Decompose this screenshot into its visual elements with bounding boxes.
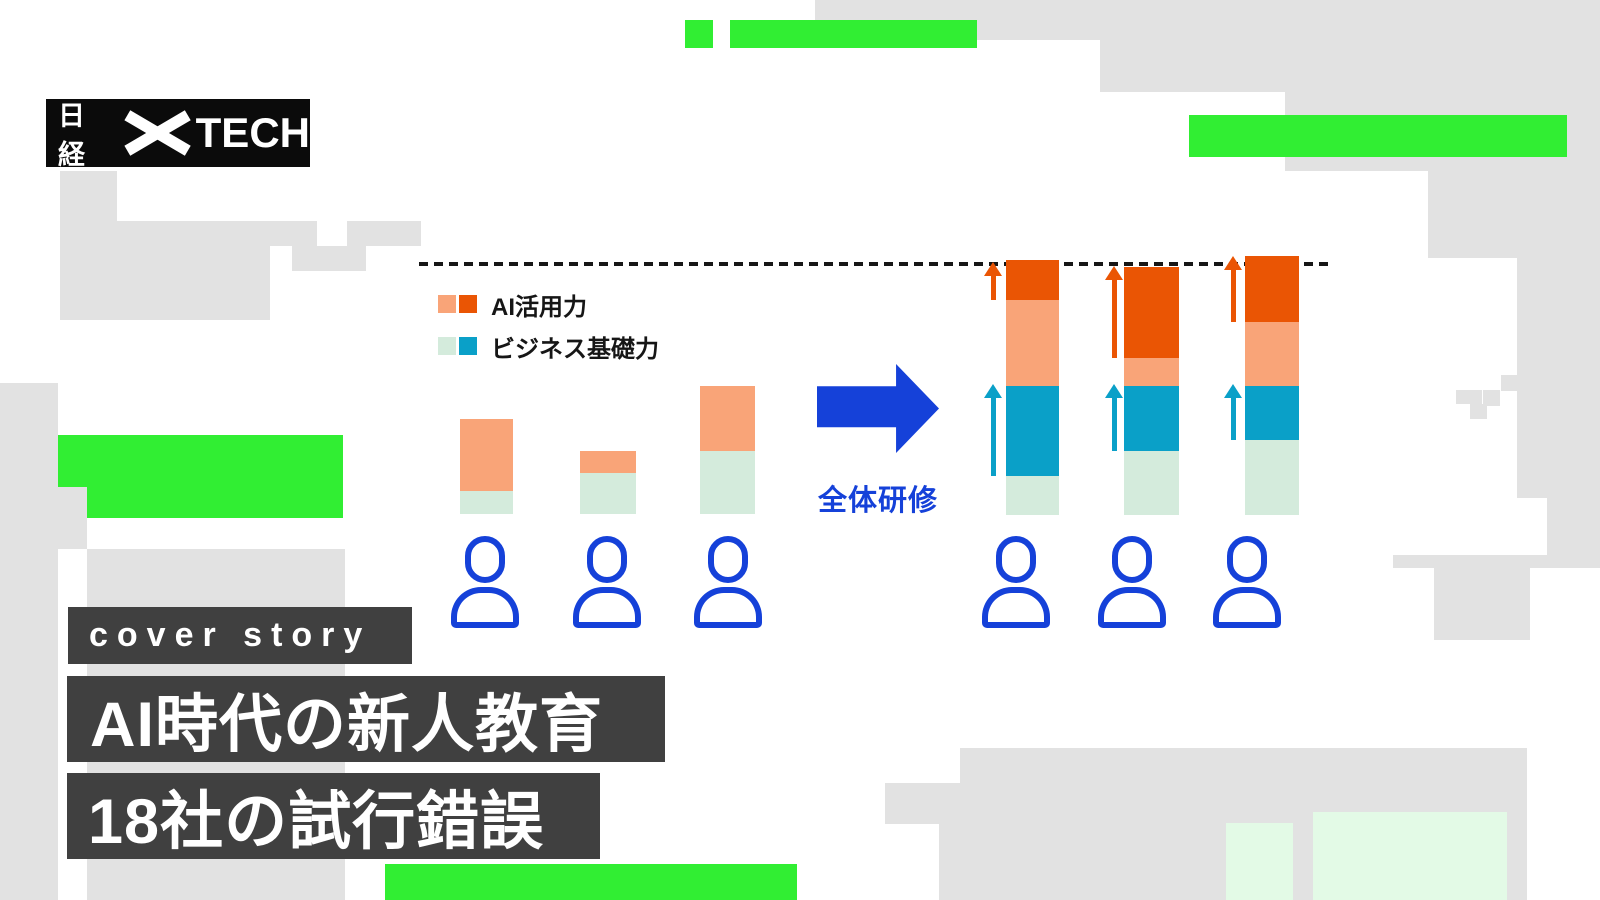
growth-arrow-stem bbox=[1230, 268, 1236, 322]
bar-segment-orange_light bbox=[1006, 300, 1059, 386]
bar-segment-orange_dark bbox=[1245, 256, 1299, 322]
xtech-x-icon bbox=[123, 110, 191, 156]
decor-block-pale_green bbox=[1313, 812, 1507, 900]
decor-block-gray_block bbox=[1470, 404, 1487, 419]
decor-block-gray_block bbox=[960, 748, 1527, 783]
growth-arrow-head bbox=[1105, 384, 1123, 398]
training-flow-label: 全体研修 bbox=[817, 485, 938, 517]
decor-block-gray_block bbox=[292, 246, 366, 271]
person-head bbox=[996, 536, 1036, 583]
decor-block-pale_green bbox=[1226, 823, 1293, 900]
decor-block-gray_block bbox=[1547, 498, 1600, 556]
person-body bbox=[982, 587, 1050, 628]
decor-block-gray_block bbox=[0, 487, 87, 549]
decor-block-gray_block bbox=[0, 383, 58, 900]
legend-item-ai-skill: AI活用力 bbox=[438, 294, 587, 321]
person-head bbox=[708, 536, 748, 583]
decor-block-gray_block bbox=[1456, 390, 1482, 404]
legend-swatch-light-orange bbox=[438, 295, 456, 313]
person-icon bbox=[694, 536, 762, 628]
person-body bbox=[451, 587, 519, 628]
decor-block-accent_green bbox=[730, 20, 977, 48]
growth-arrow-head bbox=[984, 262, 1002, 276]
bar-segment-orange_light bbox=[1124, 358, 1179, 386]
growth-arrow-head bbox=[984, 384, 1002, 398]
decor-block-gray_block bbox=[1428, 171, 1517, 258]
growth-arrow-stem bbox=[990, 274, 996, 300]
bar-segment-mint bbox=[1006, 476, 1059, 515]
person-icon bbox=[982, 536, 1050, 628]
growth-arrow-head bbox=[1224, 256, 1242, 270]
legend-swatch-teal bbox=[459, 337, 477, 355]
bar-segment-mint bbox=[700, 451, 755, 514]
decor-block-gray_block bbox=[60, 221, 317, 246]
decor-block-accent_green bbox=[685, 20, 713, 48]
decor-block-gray_block bbox=[1517, 171, 1600, 498]
title-line-1: AI時代の新人教育 bbox=[67, 676, 665, 762]
legend-swatch-dark-orange bbox=[459, 295, 477, 313]
legend-label-ai-skill: AI活用力 bbox=[491, 293, 587, 321]
person-body bbox=[573, 587, 641, 628]
decor-block-gray_block bbox=[1501, 375, 1517, 391]
bar-segment-orange_dark bbox=[1006, 260, 1059, 300]
decor-block-gray_block bbox=[60, 171, 117, 221]
person-icon bbox=[451, 536, 519, 628]
person-head bbox=[587, 536, 627, 583]
bar-segment-orange_light bbox=[700, 386, 755, 451]
growth-arrow-stem bbox=[990, 396, 996, 476]
bar-segment-orange_light bbox=[460, 419, 513, 491]
growth-arrow-stem bbox=[1111, 396, 1117, 451]
decor-block-gray_block bbox=[1434, 567, 1530, 640]
decor-block-gray_block bbox=[1483, 390, 1500, 406]
legend-item-business-basics: ビジネス基礎力 bbox=[438, 336, 659, 363]
target-level-dashed-line bbox=[419, 262, 1332, 266]
decor-block-gray_block bbox=[60, 246, 270, 320]
decor-block-gray_block bbox=[1100, 0, 1286, 92]
nikkei-xtech-logo: 日経 TECH bbox=[46, 99, 310, 170]
logo-tech-text: TECH bbox=[195, 109, 310, 156]
bar-segment-teal bbox=[1124, 386, 1179, 451]
bar-segment-mint bbox=[460, 491, 513, 514]
decor-block-gray_block bbox=[1393, 555, 1600, 568]
bar-segment-orange_light bbox=[580, 451, 636, 473]
title-line-2: 18社の試行錯誤 bbox=[67, 773, 600, 859]
logo-nikkei-text: 日経 bbox=[58, 101, 87, 170]
bar-segment-mint bbox=[1124, 451, 1179, 515]
person-icon bbox=[573, 536, 641, 628]
person-head bbox=[1227, 536, 1267, 583]
training-flow-arrow-icon bbox=[817, 364, 939, 453]
growth-arrow-head bbox=[1224, 384, 1242, 398]
bar-segment-teal bbox=[1245, 386, 1299, 440]
person-body bbox=[1098, 587, 1166, 628]
decor-block-accent_green bbox=[385, 864, 797, 900]
legend-swatch-mint bbox=[438, 337, 456, 355]
bar-segment-teal bbox=[1006, 386, 1059, 476]
bar-segment-orange_light bbox=[1245, 322, 1299, 386]
person-head bbox=[1112, 536, 1152, 583]
person-body bbox=[694, 587, 762, 628]
person-head bbox=[465, 536, 505, 583]
person-body bbox=[1213, 587, 1281, 628]
bar-segment-mint bbox=[580, 473, 636, 514]
legend-label-business-basics: ビジネス基礎力 bbox=[491, 335, 659, 363]
decor-block-accent_green bbox=[1189, 115, 1567, 157]
decor-block-accent_green bbox=[58, 435, 343, 487]
decor-block-accent_green bbox=[87, 487, 343, 518]
bar-segment-mint bbox=[1245, 440, 1299, 515]
growth-arrow-stem bbox=[1230, 396, 1236, 440]
decor-block-gray_block bbox=[347, 221, 421, 246]
growth-arrow-head bbox=[1105, 266, 1123, 280]
person-icon bbox=[1213, 536, 1281, 628]
growth-arrow-stem bbox=[1111, 278, 1117, 358]
kicker-cover-story: cover story bbox=[68, 607, 412, 664]
bar-segment-orange_dark bbox=[1124, 267, 1179, 358]
person-icon bbox=[1098, 536, 1166, 628]
